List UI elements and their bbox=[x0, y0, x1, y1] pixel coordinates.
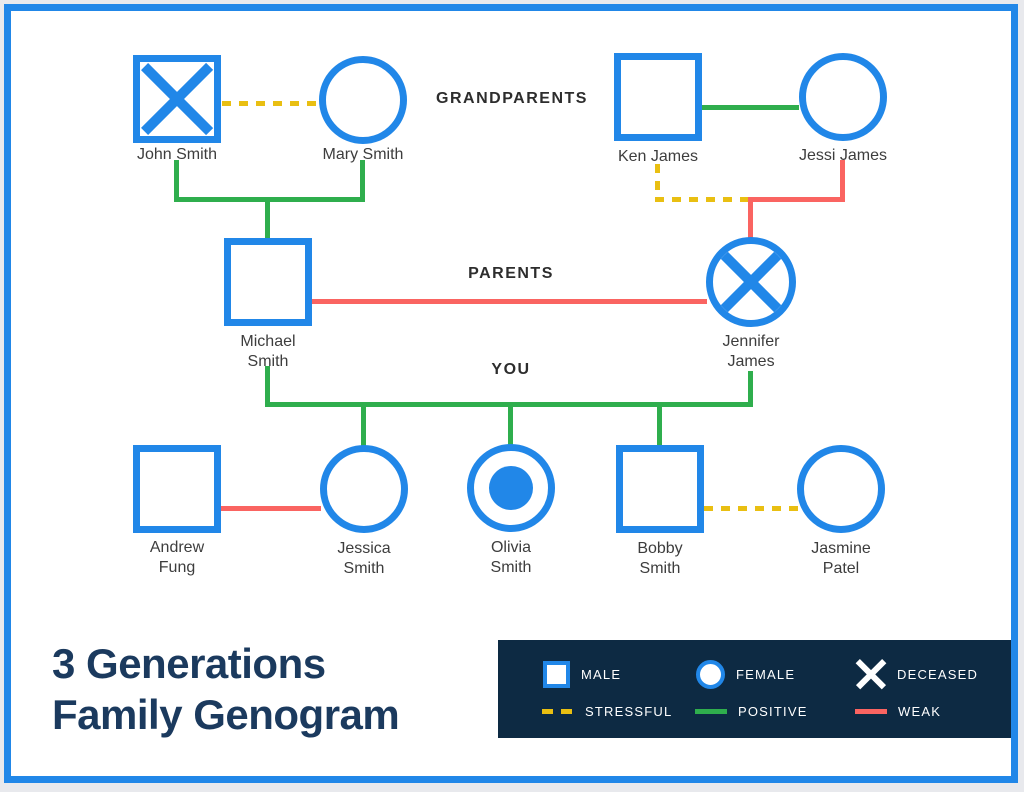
section-label-grandparents: GRANDPARENTS bbox=[436, 90, 588, 107]
connector-jessi-jennifer-weak-bar bbox=[748, 197, 845, 202]
legend-item-male: MALE bbox=[543, 659, 621, 689]
legend-item-weak: WEAK bbox=[855, 696, 941, 726]
stressful-line-icon bbox=[542, 708, 574, 714]
positive-line-icon bbox=[695, 708, 727, 714]
connector-jessi-weak-drop bbox=[840, 160, 845, 202]
person-node-mary-smith bbox=[319, 56, 407, 144]
person-node-jessica-smith bbox=[320, 445, 408, 533]
connector-john-mary-stressful bbox=[222, 101, 319, 106]
connector-ken-jessi-positive bbox=[702, 105, 799, 110]
person-name-jessica-smith: Jessica Smith bbox=[337, 540, 391, 577]
legend-label-stressful: STRESSFUL bbox=[585, 703, 673, 719]
connector-mary-drop bbox=[360, 160, 365, 200]
poster-title: 3 Generations Family Genogram bbox=[52, 638, 400, 740]
person-name-jasmine-patel: Jasmine Patel bbox=[811, 540, 871, 577]
legend-item-stressful: STRESSFUL bbox=[542, 696, 672, 726]
legend-item-deceased: DECEASED bbox=[855, 658, 979, 690]
legend-label-positive: POSITIVE bbox=[738, 703, 808, 719]
person-name-olivia-smith: Olivia Smith bbox=[490, 539, 532, 576]
legend-item-female: FEMALE bbox=[696, 659, 795, 689]
self-marker-dot bbox=[489, 466, 533, 510]
poster-title-line1: 3 Generations bbox=[52, 640, 326, 687]
connector-michael-parent-drop bbox=[265, 197, 270, 240]
connector-jessica-drop bbox=[361, 402, 366, 447]
section-label-parents: PARENTS bbox=[468, 265, 554, 282]
connector-olivia-drop bbox=[508, 402, 513, 446]
female-circle-icon bbox=[696, 659, 725, 689]
person-node-jennifer-james bbox=[706, 237, 796, 327]
person-name-andrew-fung: Andrew Fung bbox=[149, 539, 205, 576]
legend-label-weak: WEAK bbox=[898, 703, 942, 719]
deceased-x-icon bbox=[855, 658, 887, 690]
legend-label-female: FEMALE bbox=[736, 666, 796, 682]
connector-andrew-jessica-weak bbox=[221, 506, 321, 511]
person-node-jessi-james bbox=[799, 53, 887, 141]
male-square-icon bbox=[543, 660, 570, 688]
connector-bobby-drop bbox=[657, 402, 662, 447]
legend-panel: MALE FEMALE DECEASED STRESSFUL POSITIVE … bbox=[498, 640, 1011, 738]
connector-jennifer-child-drop bbox=[748, 371, 753, 407]
person-node-jasmine-patel bbox=[797, 445, 885, 533]
connector-john-drop bbox=[174, 160, 179, 200]
legend-label-male: MALE bbox=[581, 666, 622, 682]
connector-bobby-jasmine-stressful bbox=[704, 506, 798, 511]
person-node-andrew-fung bbox=[133, 445, 221, 533]
person-node-michael-smith bbox=[224, 238, 312, 326]
legend-item-positive: POSITIVE bbox=[695, 696, 808, 726]
connector-ken-jennifer-stressful-bar bbox=[655, 197, 750, 202]
connector-jennifer-weak-drop bbox=[748, 197, 753, 239]
person-name-michael-smith: Michael Smith bbox=[240, 333, 296, 370]
person-node-olivia-smith bbox=[467, 444, 555, 532]
person-name-jessi-james: Jessi James bbox=[798, 147, 888, 164]
person-name-ken-james: Ken James bbox=[617, 148, 699, 165]
person-node-john-smith bbox=[133, 55, 221, 143]
person-name-john-smith: John Smith bbox=[136, 146, 218, 163]
connector-michael-child-drop bbox=[265, 366, 270, 407]
person-name-mary-smith: Mary Smith bbox=[322, 146, 404, 163]
person-node-bobby-smith bbox=[616, 445, 704, 533]
person-name-jennifer-james: Jennifer James bbox=[722, 333, 780, 370]
person-node-ken-james bbox=[614, 53, 702, 141]
poster-title-line2: Family Genogram bbox=[52, 691, 400, 738]
section-label-you: YOU bbox=[491, 361, 531, 378]
weak-line-icon bbox=[855, 708, 887, 714]
person-name-bobby-smith: Bobby Smith bbox=[637, 540, 683, 577]
connector-michael-jennifer-weak bbox=[311, 299, 707, 304]
legend-label-deceased: DECEASED bbox=[897, 666, 979, 682]
connector-ken-stressful-drop bbox=[655, 164, 660, 201]
